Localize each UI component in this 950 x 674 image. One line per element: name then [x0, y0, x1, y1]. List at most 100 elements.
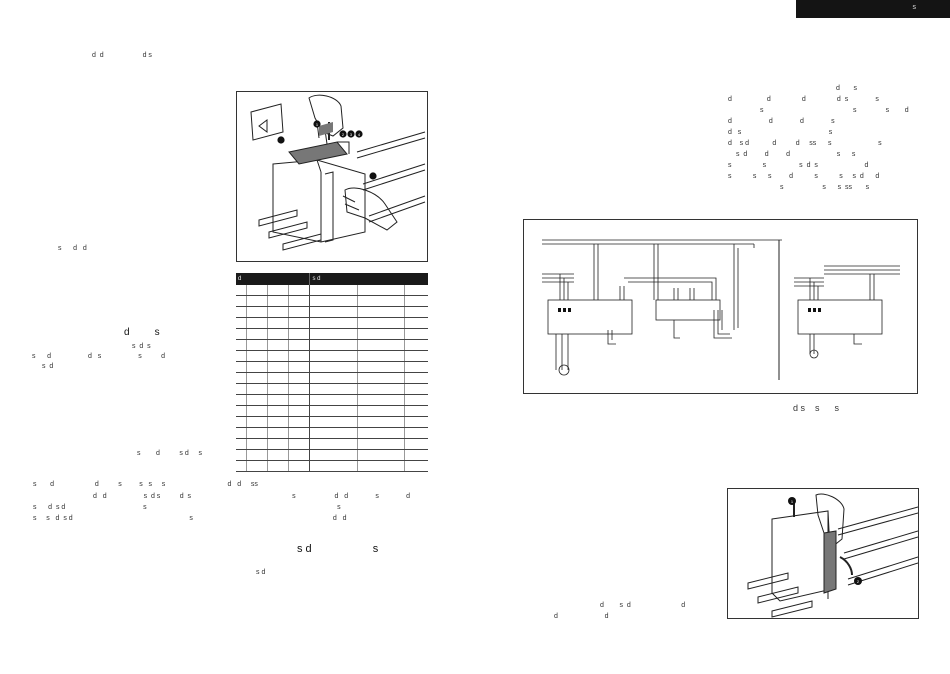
table-cell [309, 449, 358, 461]
table-cell [309, 295, 358, 307]
wiring-caption: d s s s [793, 403, 840, 413]
table-cell [356, 394, 405, 406]
section-sub: s d [256, 569, 266, 576]
right-para-line-6: d s d d d ss s s [728, 140, 882, 147]
wiring-diagram [542, 239, 900, 380]
table-cell [403, 449, 428, 461]
table-cell [236, 449, 247, 461]
right-bottom-line-1: d s d d [600, 602, 686, 609]
table-cell [309, 405, 358, 417]
table-cell [356, 438, 405, 450]
table-cell [403, 427, 428, 439]
table-cell [267, 405, 289, 417]
left-bottom-line-3: s s d s d s d d [33, 515, 347, 522]
table-cell [236, 361, 247, 373]
table-cell [245, 416, 268, 428]
table-cell [245, 372, 268, 384]
table-cell [267, 460, 289, 472]
table-row [236, 372, 428, 384]
table-cell [288, 394, 310, 406]
table-cell [245, 285, 268, 296]
right-para-line-9: s s s d s s s d d [728, 173, 880, 180]
table-row [236, 449, 428, 461]
table-cell [288, 449, 310, 461]
table-row [236, 460, 428, 472]
table-cell [236, 339, 247, 351]
left-bottom-line-4: s d d s s s s d d ss [33, 481, 258, 488]
table-cell [267, 438, 289, 450]
table-cell [245, 405, 268, 417]
table-cell [267, 427, 289, 439]
left-block-heading: d s [124, 327, 160, 338]
table-cell [309, 394, 358, 406]
table-row [236, 383, 428, 395]
table-cell [403, 438, 428, 450]
table-cell [403, 285, 428, 296]
table-row [236, 317, 428, 329]
table-cell [403, 295, 428, 307]
table-cell [288, 438, 310, 450]
table-cell [309, 416, 358, 428]
table-cell [356, 449, 405, 461]
table-cell [309, 350, 358, 362]
table-cell [267, 295, 289, 307]
table-row [236, 416, 428, 428]
wiring-figure [523, 219, 918, 394]
table-cell [236, 285, 247, 296]
table-cell [288, 361, 310, 373]
table-cell [309, 339, 358, 351]
right-para-line-2: d d d d s s [728, 96, 879, 103]
table-cell [236, 438, 247, 450]
table-row [236, 339, 428, 351]
table-cell [267, 339, 289, 351]
spec-table-body [236, 285, 428, 472]
table-row [236, 427, 428, 439]
table-cell [356, 350, 405, 362]
table-cell [309, 438, 358, 450]
right-para-line-7: s d d d s s [736, 151, 856, 158]
table-cell [236, 306, 247, 318]
table-cell [245, 306, 268, 318]
table-cell [267, 372, 289, 384]
table-cell [309, 285, 358, 296]
table-cell [236, 295, 247, 307]
table-cell [403, 350, 428, 362]
removal-drawing: 1 2 [747, 493, 919, 618]
install-figure: 1 2 3 4 [236, 91, 428, 262]
table-cell [245, 438, 268, 450]
table-cell [356, 339, 405, 351]
left-block-line-1: s d s [132, 343, 151, 350]
table-cell [288, 306, 310, 318]
table-cell [403, 339, 428, 351]
table-cell [309, 427, 358, 439]
table-cell [403, 372, 428, 384]
table-row [236, 405, 428, 417]
table-cell [236, 416, 247, 428]
table-cell [245, 317, 268, 329]
table-cell [288, 317, 310, 329]
table-cell [236, 317, 247, 329]
left-bottom-line-2: s d s d s s [33, 504, 341, 511]
table-row [236, 350, 428, 362]
table-cell [403, 306, 428, 318]
table-cell [309, 361, 358, 373]
table-cell [245, 339, 268, 351]
table-cell [309, 317, 358, 329]
right-para-line-1: d s [836, 85, 858, 92]
table-cell [267, 306, 289, 318]
table-cell [309, 460, 358, 472]
table-cell [356, 460, 405, 472]
table-cell [267, 394, 289, 406]
table-cell [267, 383, 289, 395]
table-row [236, 361, 428, 373]
table-row [236, 306, 428, 318]
callout-3: 3 [350, 132, 353, 137]
table-cell [403, 405, 428, 417]
header-tab-text: s [912, 4, 917, 11]
table-cell [356, 405, 405, 417]
right-para-line-3: s s s d [760, 107, 909, 114]
table-cell [356, 383, 405, 395]
right-para-line-8: s s s d s d [728, 162, 869, 169]
table-cell [267, 350, 289, 362]
table-cell [309, 306, 358, 318]
